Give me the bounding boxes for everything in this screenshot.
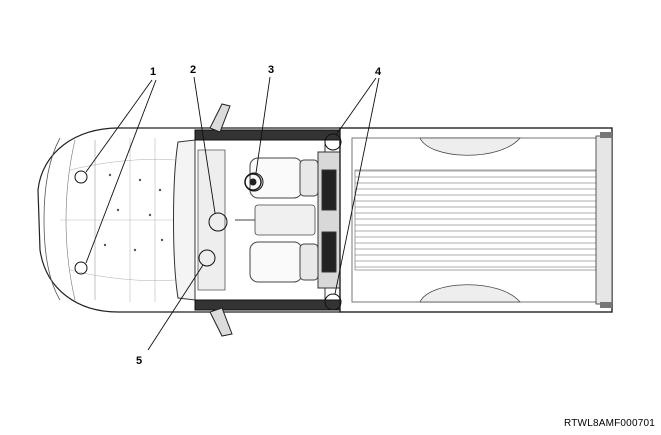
leader-lines: [85, 76, 380, 351]
marker-4a: [324, 133, 342, 151]
hood-fastener-dots: [103, 173, 164, 252]
marker-5: [198, 249, 216, 267]
callout-2: 2: [190, 64, 196, 76]
callout-5: 5: [136, 355, 142, 367]
marker-1b: [74, 261, 88, 275]
cab-interior: [173, 129, 341, 311]
callout-4: 4: [375, 66, 382, 78]
callout-3: 3: [268, 64, 274, 76]
marker-1a: [74, 170, 88, 184]
cargo-bed: [339, 127, 613, 313]
side-mirrors: [209, 103, 233, 337]
location-markers: [74, 133, 342, 311]
marker-3: [244, 172, 264, 192]
callout-1: 1: [150, 66, 156, 78]
marker-4b: [324, 293, 342, 311]
figure-id-label: RTWL8AMF000701: [564, 418, 655, 429]
marker-2: [208, 212, 228, 232]
